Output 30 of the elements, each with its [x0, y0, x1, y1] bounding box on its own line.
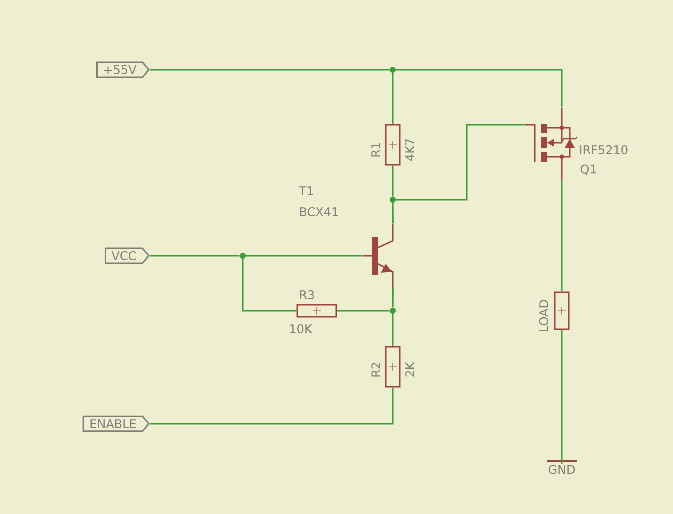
component-label: T1 BCX41	[299, 186, 338, 217]
wire	[150, 388, 394, 425]
resistor-symbol	[554, 292, 570, 330]
wire	[561, 330, 563, 464]
component-label: IRF5210 Q1	[580, 145, 628, 176]
port-label: ENABLE	[82, 416, 150, 432]
wire	[150, 255, 240, 257]
resistor-symbol	[385, 124, 401, 166]
component-label: R2 2K	[372, 362, 414, 377]
wire	[242, 259, 297, 312]
wire	[337, 310, 390, 312]
wire	[392, 203, 394, 224]
wire	[392, 73, 394, 124]
port-label: VCC	[104, 248, 150, 264]
resistor-symbol	[385, 346, 401, 388]
wire	[150, 69, 390, 71]
wire	[246, 255, 363, 257]
component-label: R1 4K7	[372, 139, 414, 161]
port-label: +55V	[96, 62, 150, 78]
wire	[396, 69, 563, 108]
component-label: R3 10K	[290, 290, 314, 334]
wire	[392, 166, 394, 197]
wire	[392, 288, 394, 308]
wire	[396, 124, 525, 201]
resistor-symbol	[296, 304, 338, 318]
wire	[392, 314, 394, 346]
mosfet-symbol	[525, 107, 578, 181]
npn-transistor-symbol	[363, 224, 394, 288]
wire	[561, 180, 563, 292]
component-label: LOAD	[539, 300, 549, 332]
